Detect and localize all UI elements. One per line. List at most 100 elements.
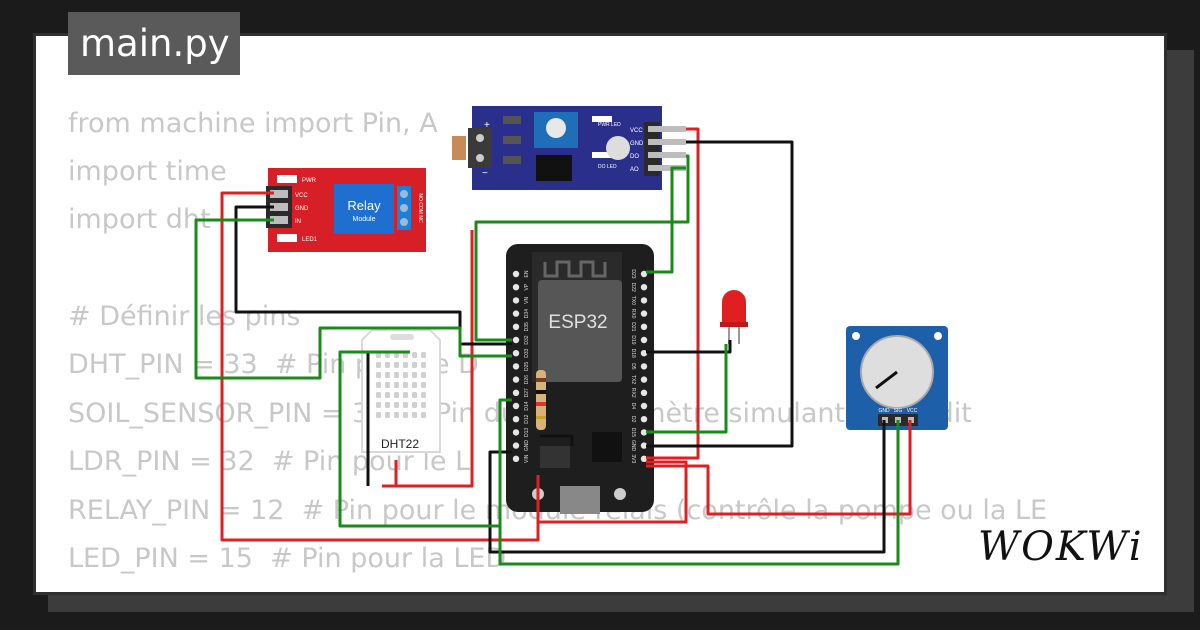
resistor[interactable]: [536, 370, 546, 430]
relay-pin: [270, 190, 288, 198]
esp32-pin[interactable]: [640, 455, 648, 462]
file-tab[interactable]: main.py: [68, 12, 240, 75]
esp32-pin[interactable]: [512, 363, 520, 370]
dht22-vent: [385, 382, 390, 388]
esp32-pin[interactable]: [640, 284, 648, 291]
ldr-ao-label: AO: [630, 167, 639, 173]
esp32-pin-label: VN: [524, 297, 530, 304]
red-led[interactable]: [720, 290, 748, 344]
esp32-pin[interactable]: [512, 323, 520, 330]
esp32-pin[interactable]: [640, 350, 648, 357]
relay-terminal: [400, 218, 408, 226]
dht22-vent: [421, 382, 426, 388]
pot-vcc-label: VCC: [907, 408, 918, 414]
esp32-pin-label: VP: [524, 283, 530, 290]
ldr-comparator-chip: [536, 155, 572, 181]
esp32-pin[interactable]: [640, 270, 648, 278]
dht22-body: [361, 329, 441, 453]
wire-green: [194, 218, 512, 380]
esp32-pin[interactable]: [512, 402, 520, 410]
esp32-pin-label: D5: [630, 363, 636, 370]
dht22-vent: [421, 402, 426, 408]
potentiometer-module[interactable]: GND SIG VCC: [846, 326, 948, 430]
relay-terminal: [400, 190, 408, 198]
ldr-vcc-label: VCC: [630, 128, 643, 134]
esp32-left-pin-column: ENVPVND34D35D32D33D25D26D27D14D12D13GNDV…: [512, 270, 530, 463]
dht22-vent: [412, 352, 417, 358]
esp32-en-button: [614, 488, 626, 500]
dht22-vent: [403, 392, 408, 398]
wire-black: [646, 340, 732, 354]
esp32-pin[interactable]: [640, 389, 648, 396]
relay-pin: [270, 216, 288, 224]
esp32-pin[interactable]: [512, 455, 520, 462]
esp32-pin-label: VIN: [524, 454, 530, 463]
relay-pwr-led: [277, 175, 297, 183]
dht22-vent: [412, 382, 417, 388]
esp32-pin[interactable]: [640, 376, 648, 383]
esp32-pin[interactable]: [512, 350, 520, 357]
esp32-antenna-trace: [543, 260, 607, 278]
esp32-pin[interactable]: [640, 336, 648, 344]
relay-pin: [270, 203, 288, 211]
esp32-pin-label: 3V3: [630, 454, 636, 463]
esp32-pin-label: TX0: [630, 296, 636, 305]
relay-pwr-label: PWR: [302, 178, 317, 184]
dht22-vent: [385, 412, 390, 418]
led-dome: [722, 290, 746, 324]
esp32-pin[interactable]: [512, 429, 520, 436]
wires: [194, 127, 912, 566]
esp32-pin[interactable]: [640, 402, 648, 410]
esp32-pin[interactable]: [640, 429, 648, 436]
relay-gnd-label: GND: [295, 206, 309, 212]
esp32-pin-label: D32: [524, 335, 530, 344]
dht22-vent: [412, 392, 417, 398]
dht22-vent: [403, 362, 408, 368]
esp32-pin-label: RX2: [630, 388, 636, 398]
ldr-led: [606, 136, 630, 160]
esp32-pin[interactable]: [640, 363, 648, 370]
code-line: RELAY_PIN = 12 # Pin pour le module rela…: [68, 495, 1048, 526]
esp32-pin[interactable]: [512, 442, 520, 449]
esp32-pin[interactable]: [640, 323, 648, 330]
dht22-vent: [403, 402, 408, 408]
esp32-pin-label: D26: [524, 375, 530, 384]
esp32-module-shield: [538, 280, 622, 382]
relay-led1: [277, 234, 297, 242]
relay-module[interactable]: PWR LED1 VCC GND IN Relay Module NO COM …: [266, 168, 426, 252]
esp32-pin-label: RX0: [630, 309, 636, 319]
dht22-vent: [376, 372, 381, 378]
esp32-pin-label: D27: [524, 388, 530, 397]
esp32-pin[interactable]: [512, 416, 520, 423]
esp32-pin-label: D14: [524, 401, 530, 410]
dht22-sensor[interactable]: DHT22: [361, 329, 441, 453]
ldr-module[interactable]: + − PWR LED DO LED VCC GND DO AO: [452, 106, 686, 190]
esp32-pin[interactable]: [640, 416, 648, 423]
esp32-pin[interactable]: [640, 310, 648, 317]
esp32-pin[interactable]: [512, 270, 520, 278]
dht22-vent: [394, 392, 399, 398]
esp32-pin[interactable]: [512, 389, 520, 396]
esp32-pin[interactable]: [512, 336, 520, 344]
relay-in-label: IN: [295, 219, 301, 225]
esp32-pin[interactable]: [512, 297, 520, 304]
dht22-vent: [376, 362, 381, 368]
dht22-vent: [412, 402, 417, 408]
dht22-vent: [385, 372, 390, 378]
esp32-pin[interactable]: [640, 297, 648, 304]
esp32-pin[interactable]: [512, 310, 520, 317]
relay-terminal: [400, 204, 408, 212]
esp32-pin-label: D19: [630, 335, 636, 344]
wire-red: [382, 230, 474, 488]
esp32-pin[interactable]: [640, 442, 648, 449]
dht22-vent: [394, 382, 399, 388]
esp32-pin-label: D34: [524, 309, 530, 318]
wire-green: [338, 350, 500, 528]
esp32-pin[interactable]: [512, 376, 520, 383]
esp32-board[interactable]: ESP32 ENVPVND34D35D32D33D25D26D27D14D12D…: [506, 244, 654, 514]
wire-green: [498, 398, 900, 566]
esp32-pin[interactable]: [512, 284, 520, 291]
relay-led1-label: LED1: [302, 237, 318, 243]
esp32-regulator: [540, 446, 570, 468]
